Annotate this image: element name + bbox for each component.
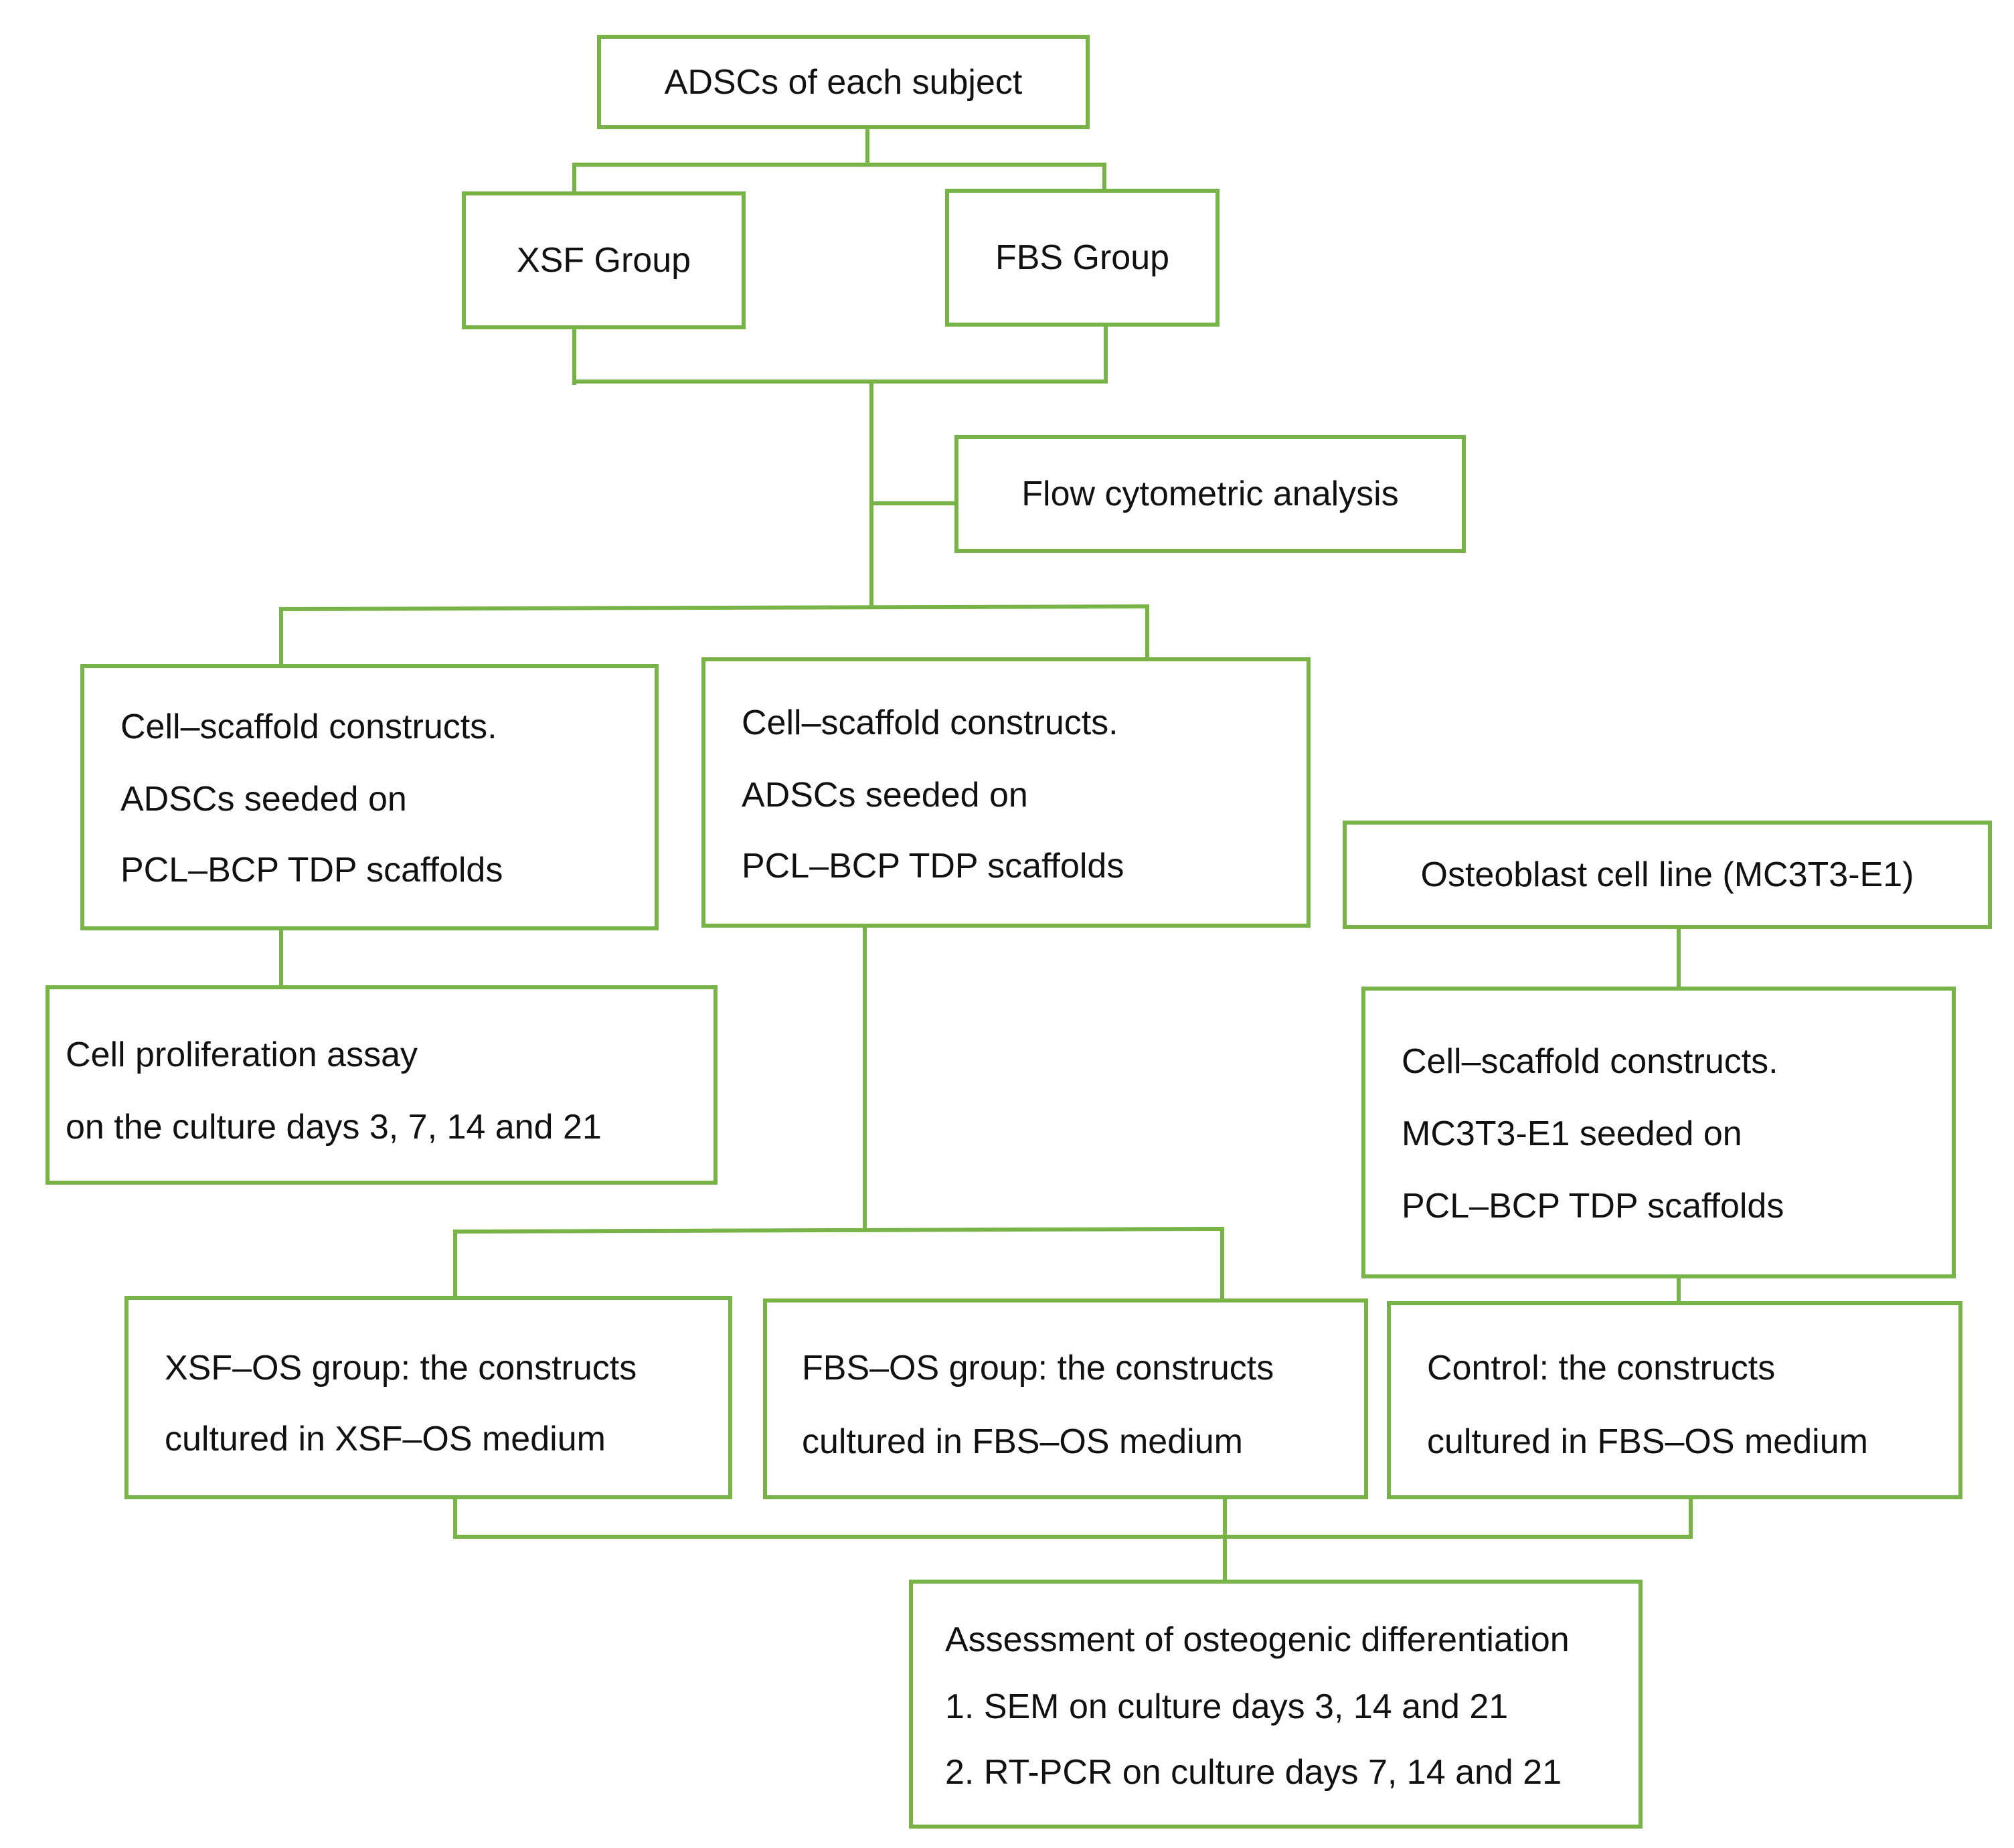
xsf-os-line-1: XSF–OS group: the constructs: [165, 1349, 637, 1388]
fbs-os-group-node: FBS–OS group: the constructs cultured in…: [763, 1298, 1368, 1499]
constructs-mc3t3-line-1: Cell–scaffold constructs.: [1402, 1042, 1778, 1081]
proliferation-assay-node: Cell proliferation assay on the culture …: [46, 985, 718, 1185]
constructs-left-line-3: PCL–BCP TDP scaffolds: [120, 851, 503, 890]
constructs-middle-line-3: PCL–BCP TDP scaffolds: [742, 847, 1124, 886]
fbs-group-label: FBS Group: [995, 238, 1170, 277]
adscs-node: ADSCs of each subject: [597, 35, 1090, 129]
xsf-os-line-2: cultured in XSF–OS medium: [165, 1420, 606, 1458]
control-line-1: Control: the constructs: [1427, 1349, 1776, 1388]
constructs-middle-node: Cell–scaffold constructs. ADSCs seeded o…: [701, 657, 1311, 928]
fbs-group-node: FBS Group: [945, 189, 1220, 327]
assessment-line-3: 2. RT-PCR on culture days 7, 14 and 21: [945, 1753, 1562, 1792]
fbs-os-line-2: cultured in FBS–OS medium: [802, 1422, 1243, 1461]
assessment-node: Assessment of osteogenic differentiation…: [909, 1580, 1643, 1829]
assessment-line-2: 1. SEM on culture days 3, 14 and 21: [945, 1687, 1509, 1726]
constructs-left-line-2: ADSCs seeded on: [120, 780, 407, 819]
xsf-group-node: XSF Group: [462, 191, 746, 329]
fbs-os-line-1: FBS–OS group: the constructs: [802, 1349, 1274, 1388]
flow-cytometry-node: Flow cytometric analysis: [954, 435, 1466, 553]
constructs-mc3t3-node: Cell–scaffold constructs. MC3T3-E1 seede…: [1361, 987, 1956, 1278]
connector: [452, 1226, 1225, 1234]
connector: [278, 604, 1150, 612]
constructs-mc3t3-line-3: PCL–BCP TDP scaffolds: [1402, 1187, 1784, 1226]
adscs-label: ADSCs of each subject: [664, 62, 1023, 102]
xsf-os-group-node: XSF–OS group: the constructs cultured in…: [124, 1296, 732, 1499]
constructs-left-line-1: Cell–scaffold constructs.: [120, 707, 497, 746]
assessment-line-1: Assessment of osteogenic differentiation: [945, 1620, 1570, 1659]
flow-cytometry-label: Flow cytometric analysis: [1021, 475, 1399, 513]
constructs-mc3t3-line-2: MC3T3-E1 seeded on: [1402, 1114, 1742, 1153]
constructs-middle-line-2: ADSCs seeded on: [742, 776, 1028, 815]
osteoblast-line-node: Osteoblast cell line (MC3T3-E1): [1343, 821, 1992, 929]
proliferation-line-1: Cell proliferation assay: [66, 1035, 418, 1074]
proliferation-line-2: on the culture days 3, 7, 14 and 21: [66, 1108, 602, 1147]
control-node: Control: the constructs cultured in FBS–…: [1387, 1301, 1962, 1499]
osteoblast-line-label: Osteoblast cell line (MC3T3-E1): [1420, 855, 1914, 894]
constructs-middle-line-1: Cell–scaffold constructs.: [742, 703, 1118, 742]
control-line-2: cultured in FBS–OS medium: [1427, 1422, 1868, 1461]
xsf-group-label: XSF Group: [516, 241, 691, 280]
constructs-left-node: Cell–scaffold constructs. ADSCs seeded o…: [80, 664, 659, 930]
